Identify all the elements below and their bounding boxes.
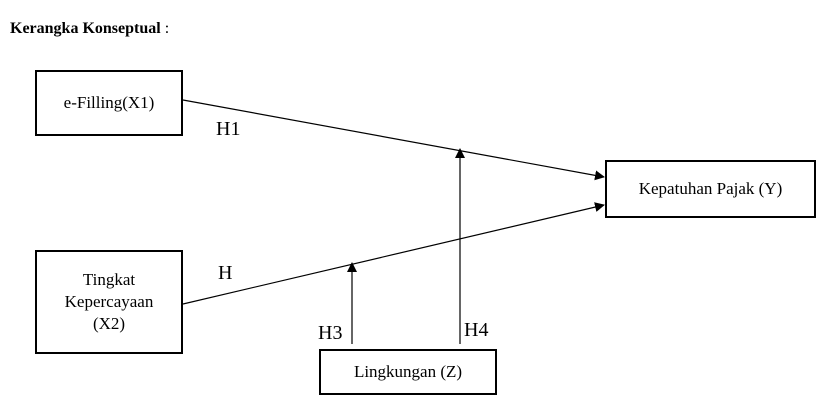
page-title: Kerangka Konseptual : (10, 20, 169, 38)
node-x2-label-line1: Tingkat (82, 270, 136, 289)
hypothesis-h1-label: H1 (216, 118, 241, 140)
hypothesis-h2-label: H (218, 262, 233, 284)
node-x1-label: e-Filling(X1) (63, 93, 155, 112)
node-x2-tingkat-kepercayaan: Tingkat Kepercayaan (X2) (35, 250, 183, 354)
title-colon: : (160, 20, 170, 37)
node-y-kepatuhan-pajak: Kepatuhan Pajak (Y) (605, 160, 816, 218)
hypothesis-h3-label: H3 (318, 322, 343, 344)
arrow-x1-to-y (182, 99, 605, 181)
hypothesis-h4-label: H4 (464, 319, 489, 341)
node-z-label: Lingkungan (Z) (353, 362, 463, 381)
arrow-x2-to-y (182, 202, 605, 305)
node-y-label: Kepatuhan Pajak (Y) (638, 179, 783, 198)
node-x2-label-line3: (X2) (92, 314, 126, 333)
node-x1-efilling: e-Filling(X1) (35, 70, 183, 136)
title-text: Kerangka Konseptual (10, 20, 161, 37)
node-x2-label-line2: Kepercayaan (64, 292, 154, 311)
node-z-lingkungan: Lingkungan (Z) (319, 349, 497, 395)
